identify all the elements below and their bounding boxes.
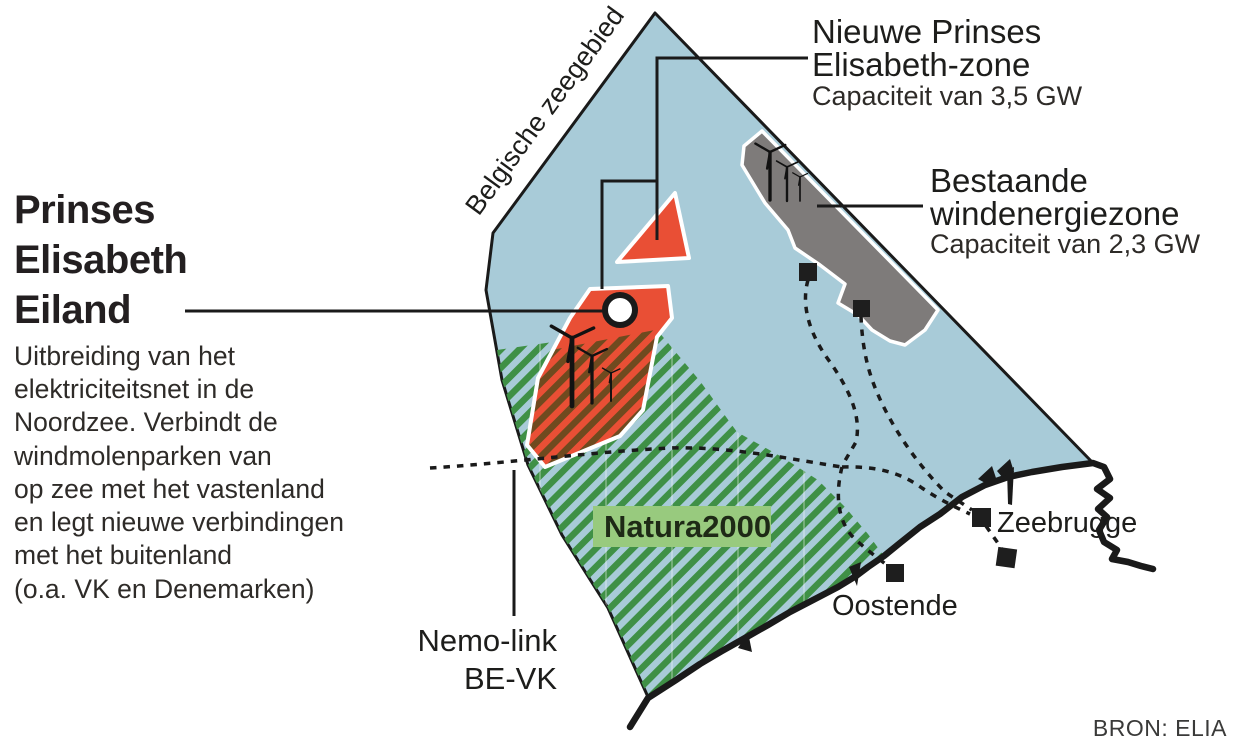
new-zone-capacity: Capaciteit van 3,5 GW — [812, 81, 1083, 111]
description-line: Uitbreiding van het — [14, 341, 236, 371]
substation-zeebrugge-1 — [972, 508, 991, 527]
natura-label-bg — [593, 506, 771, 547]
substation-squares — [799, 263, 1018, 582]
new-zone-label-line: Nieuwe Prinses — [812, 13, 1041, 50]
description-line: windmolenparken van — [13, 441, 272, 471]
existing-zone-label-line: windenergiezone — [929, 195, 1180, 232]
description-line: op zee met het vastenland — [14, 474, 325, 504]
page-title-line: Elisabeth — [14, 238, 187, 282]
new-zone-triangle — [615, 191, 691, 264]
existing-zone-label-line: Bestaande — [930, 162, 1088, 199]
page-title-line: Prinses — [14, 188, 155, 232]
description-line: en legt nieuwe verbindingen — [14, 507, 344, 537]
harbor-jetties — [738, 459, 1014, 652]
new-zone-label-line: Elisabeth-zone — [812, 46, 1030, 83]
city-label-zeebrugge: Zeebrugge — [997, 507, 1137, 539]
cable-to-zeebrugge — [841, 465, 971, 516]
leader-lines — [185, 56, 923, 616]
substation-grayzone-east — [853, 300, 870, 317]
cable-grayzone-east — [859, 315, 973, 512]
nemo-link-label-line: BE-VK — [464, 661, 557, 696]
jetty-west — [738, 632, 752, 652]
cable-grayzone-west — [803, 279, 860, 465]
substation-grayzone-west — [799, 263, 817, 281]
cable-nemo-link — [429, 446, 843, 470]
substation-oostende — [886, 564, 904, 582]
leader-new-zone-branch — [600, 179, 657, 289]
page-title-line: Eiland — [14, 288, 131, 332]
cable-network — [429, 279, 1004, 568]
jetty-zeebrugge-1 — [978, 466, 996, 484]
title-block: Prinses Elisabeth Eiland Uitbreiding van… — [13, 188, 344, 604]
island-marker — [602, 292, 638, 328]
description-line: met het buitenland — [14, 540, 232, 570]
description-line: (o.a. VK en Denemarken) — [14, 574, 314, 604]
substation-zeebrugge-2 — [995, 546, 1018, 569]
jetty-oostende — [849, 562, 861, 586]
coastline — [626, 459, 1157, 731]
annotation-nemo-link: Nemo-link BE-VK — [417, 623, 557, 696]
existing-windzone — [740, 129, 940, 347]
description-line: Noordzee. Verbindt de — [14, 407, 278, 437]
natura-label: Natura2000 — [604, 509, 771, 544]
existing-zone-capacity: Capaciteit van 2,3 GW — [930, 229, 1201, 259]
description-line: elektriciteitsnet in de — [14, 374, 254, 404]
annotation-existing-zone: Bestaande windenergiezone Capaciteit van… — [929, 162, 1201, 259]
nemo-link-label-line: Nemo-link — [417, 623, 557, 658]
cable-zeebrugge-link — [984, 525, 1004, 550]
cable-to-oostende — [836, 466, 890, 568]
annotation-new-zone: Nieuwe Prinses Elisabeth-zone Capaciteit… — [812, 13, 1083, 111]
leader-new-zone — [655, 56, 808, 240]
new-zone-island-border — [525, 284, 674, 469]
jetty-zeebrugge-spike — [1007, 467, 1014, 505]
city-label-oostende: Oostende — [832, 590, 958, 622]
source-credit: BRON: ELIA — [1093, 715, 1227, 741]
